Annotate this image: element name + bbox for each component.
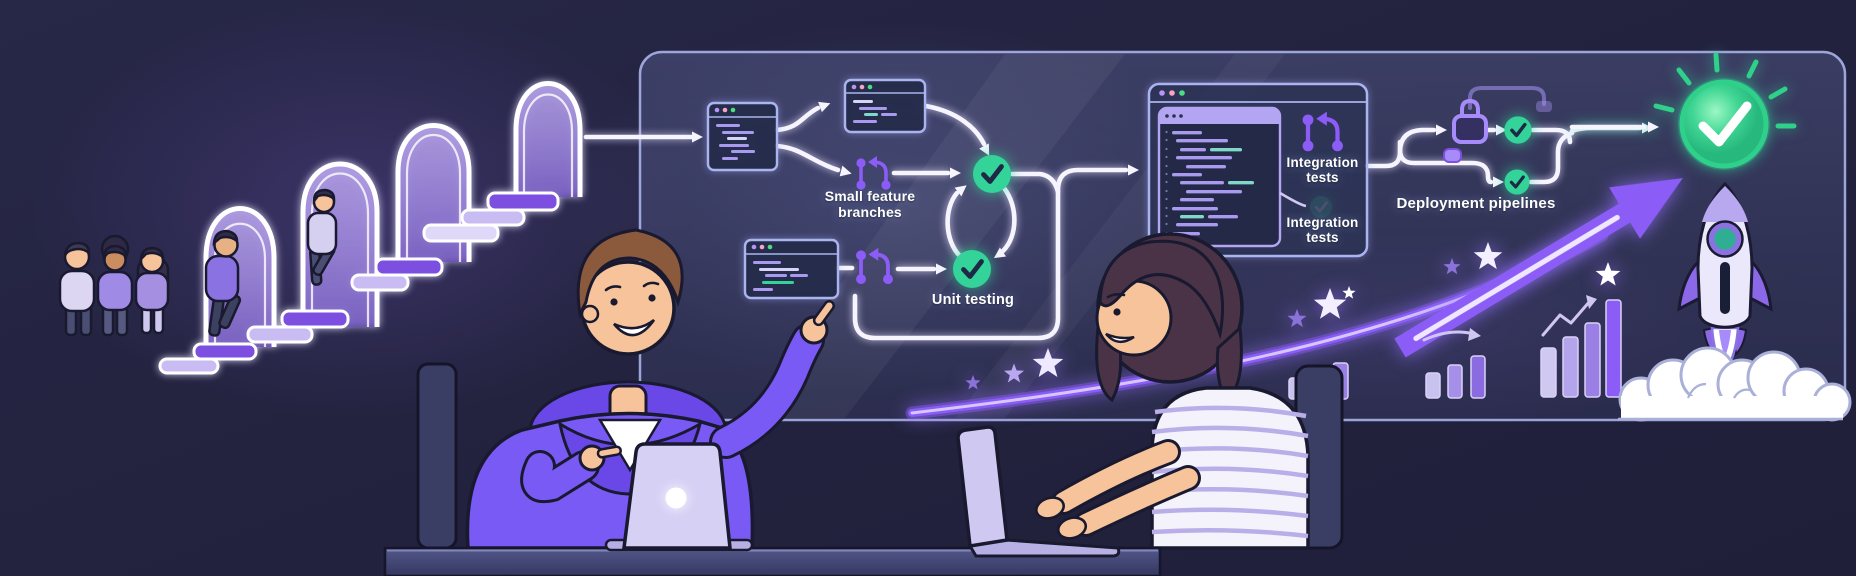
pipeline-clip-icon [1443,148,1462,163]
developer-woman [1035,232,1310,550]
label-small-feature-branches: Small feature branches [824,188,916,220]
check-unit-testing [953,250,991,288]
code-lines [853,100,897,123]
lock-icon [1452,98,1488,144]
line-numbers [1165,130,1168,235]
code-lines [753,261,808,291]
person-climbing [306,188,338,286]
success-rays [1653,52,1797,129]
typing-hand-2 [1056,516,1088,540]
rocket-icon [1677,181,1773,375]
label-unit-testing: Unit testing [931,292,1015,308]
bar-chart-medium [1422,328,1486,399]
arch-4 [513,81,583,197]
code-lines [1172,131,1254,236]
growth-arrow [1394,178,1683,358]
people-queue [58,188,338,337]
laptop-man [604,442,754,552]
pipeline-flowchart [583,52,1797,341]
check-deploy-1 [1502,114,1534,146]
desk-scene [383,228,1344,576]
chair-left [416,362,458,550]
code-window-3 [743,238,840,300]
stairs [158,191,560,375]
person-1 [58,241,96,337]
rocket-launch [1618,181,1852,422]
browser-window [1147,82,1369,258]
smoke-cloud [1618,346,1852,422]
bar-chart-large [1540,295,1622,398]
check-feature [973,155,1011,193]
person-walking [204,229,242,337]
code-window-1 [706,101,779,172]
code-editor [1157,106,1282,248]
success-badge [1569,52,1797,170]
person-3 [134,246,170,335]
laptop-woman [956,425,1121,558]
shirt-stripes [1151,405,1309,539]
code-window-2 [843,78,927,134]
typing-hand-1 [1035,496,1065,520]
person-2 [96,234,134,337]
label-integration-tests-top: Integration tests [1286,155,1359,186]
label-deployment-pipelines: Deployment pipelines [1396,195,1556,212]
growth-scene [905,178,1683,420]
deployment-pipeline [1443,86,1552,163]
laptop-logo-glow [665,487,687,509]
check-deploy-2 [1502,167,1532,197]
code-lines [716,124,755,160]
label-integration-tests-bottom: Integration tests [1286,215,1359,246]
